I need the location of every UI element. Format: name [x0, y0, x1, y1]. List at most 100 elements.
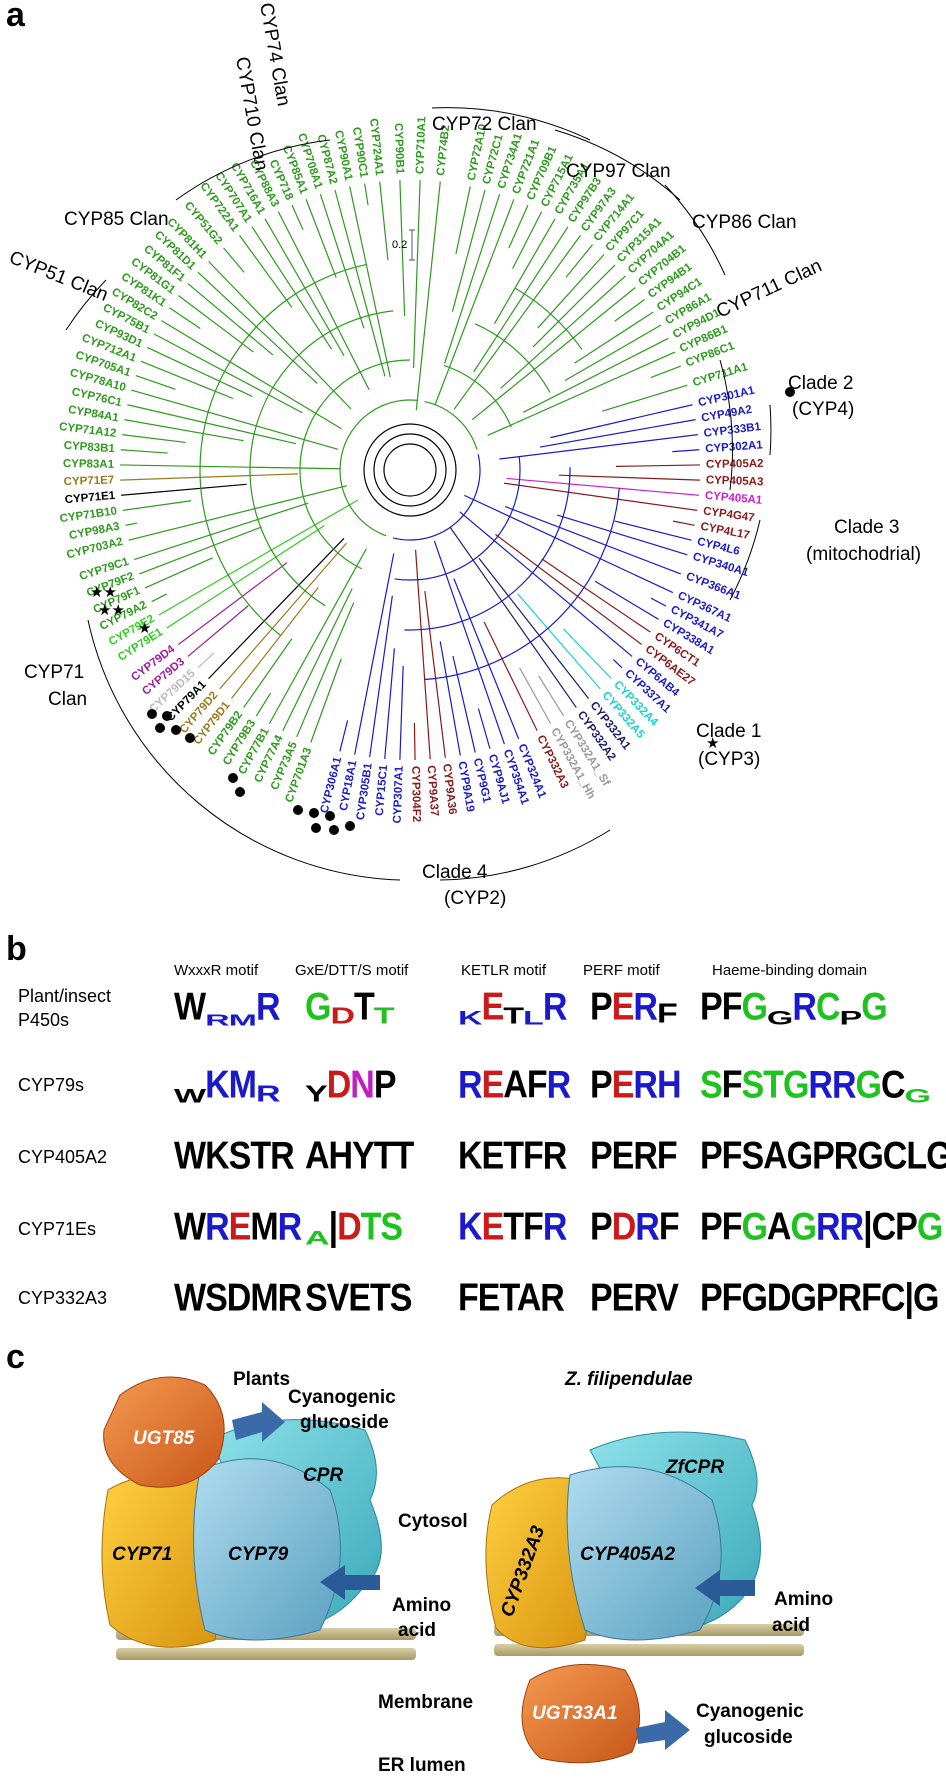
- motif-letter: P: [590, 1205, 613, 1249]
- tree-branch: [251, 226, 333, 350]
- dot-marker: [325, 811, 335, 821]
- header-perf: PERF motif: [583, 962, 660, 979]
- tree-branch: [178, 562, 288, 646]
- tree-branch: [612, 659, 623, 669]
- motif-letter: F: [526, 1063, 548, 1107]
- motif-sequence: KETLR: [458, 985, 567, 1030]
- tree-branch: [512, 211, 543, 269]
- zfcpr-label: ZfCPR: [665, 1457, 724, 1478]
- clade4-label-line1: Clade 4: [422, 862, 488, 883]
- zf-title: Z. filipendulae: [564, 1369, 693, 1390]
- motif-letter: F: [656, 998, 678, 1030]
- motif-letter: F: [523, 1205, 544, 1249]
- amino-label-right-1: Amino: [774, 1589, 833, 1610]
- scale-bar: 0.2: [392, 229, 415, 261]
- cyp405a2-label: CYP405A2: [580, 1544, 675, 1565]
- amino-label-right-2: acid: [772, 1615, 810, 1636]
- tree-branch: [134, 502, 309, 561]
- tree-branch: [153, 333, 303, 414]
- cyp332a3-shape: [485, 1477, 591, 1649]
- tree-branch: [508, 204, 529, 249]
- motif-letter: D: [611, 1205, 637, 1249]
- cyp71-shape: [101, 1473, 220, 1648]
- tree-branch: [564, 324, 662, 382]
- star-marker: ★★: [98, 602, 125, 619]
- motif-letter: R: [205, 1205, 230, 1249]
- motif-sequence: KETFR: [458, 1134, 567, 1179]
- tree-branch: [158, 499, 359, 616]
- motif-letter: R: [277, 1205, 303, 1249]
- tree-branch: [120, 449, 168, 454]
- tree-leaf-label: CYP405A3: [706, 474, 764, 488]
- tree-branch: [125, 522, 138, 526]
- tree-branch: [349, 186, 391, 378]
- tree-leaf-label: CYP15C1: [374, 764, 390, 817]
- tree-branch: [277, 211, 370, 391]
- tree-branch: [122, 434, 186, 444]
- motif-letter: C: [880, 1063, 906, 1107]
- motif-letter: WKSTR: [174, 1134, 295, 1178]
- motif-letter: AHYTT: [305, 1134, 414, 1178]
- motif-letter: D: [337, 1205, 362, 1249]
- tree-branch: [650, 365, 681, 379]
- row-label-p450s: P450s: [18, 1010, 70, 1030]
- clade1-label-line1: Clade 1: [696, 721, 762, 742]
- tree-branch: [614, 299, 645, 322]
- dot-marker: [162, 711, 172, 721]
- tree-branch: [282, 588, 353, 731]
- tree-branch: [161, 320, 342, 430]
- dot-marker: [155, 723, 165, 733]
- motif-letter: W: [174, 1085, 206, 1108]
- motif-letter: F: [658, 1205, 680, 1249]
- clan-label-cyp71-line1: CYP71: [24, 662, 84, 683]
- tree-branch: [310, 658, 342, 743]
- tree-branch: [602, 384, 688, 412]
- tree-branch: [672, 520, 695, 526]
- tree-branch: [399, 180, 406, 317]
- dot-marker: [329, 825, 339, 835]
- motif-letter: G: [790, 1205, 816, 1249]
- tree-branch: [135, 375, 176, 390]
- tree-leaf-label: CYP9A36: [440, 763, 458, 815]
- phylogenetic-tree: CYP74B2CYP710A1CYP90B1CYP724A1CYP90C1CYP…: [6, 1, 921, 909]
- tree-branch: [449, 526, 577, 708]
- dot-marker: [309, 808, 319, 818]
- tree-branch: [187, 283, 274, 356]
- zfcpr-shape: [589, 1431, 761, 1631]
- tree-branch: [471, 287, 636, 421]
- motif-letter: F: [721, 1063, 743, 1107]
- motif-sequence: PFSAGPRGCLG: [700, 1134, 946, 1179]
- tree-arc: [404, 467, 571, 631]
- motif-letter: R: [546, 1063, 572, 1107]
- motif-letter: E: [611, 1063, 635, 1107]
- motif-letter: R: [635, 1205, 660, 1249]
- motif-letter: G: [741, 985, 767, 1029]
- dot-marker: [345, 821, 355, 831]
- cyp79-shape: [193, 1458, 341, 1641]
- tree-branch: [415, 181, 441, 411]
- motif-letter: G: [916, 1205, 943, 1249]
- motif-letter: F: [721, 985, 743, 1029]
- motif-letter: W: [174, 1205, 206, 1249]
- arrow-cyanogenic-left: [232, 1402, 285, 1442]
- motif-sequence: WSDMR: [174, 1276, 302, 1321]
- motif-letter: P: [700, 985, 723, 1029]
- motif-sequence: FETAR: [458, 1276, 565, 1321]
- motif-letter: K: [205, 1063, 230, 1107]
- motif-letter: S: [741, 1063, 764, 1107]
- tree-branch: [557, 514, 688, 556]
- motif-letter: A: [503, 1063, 528, 1107]
- tree-branch: [503, 482, 698, 511]
- clan-brackets: [65, 107, 772, 881]
- motif-letter: R: [839, 1205, 865, 1249]
- amino-label-left-1: Amino: [392, 1595, 451, 1616]
- motif-letter: G: [305, 985, 331, 1029]
- header-haeme: Haeme-binding domain: [712, 962, 868, 979]
- dot-marker: [785, 387, 795, 397]
- row-label-cyp332a3: CYP332A3: [18, 1288, 108, 1308]
- tree-branch: [650, 597, 667, 607]
- tree-leaf-label: CYP9A37: [425, 765, 441, 817]
- clan-label-cyp711: CYP711 Clan: [713, 255, 825, 322]
- tree-branch: [499, 434, 698, 460]
- tree-branch: [558, 474, 700, 481]
